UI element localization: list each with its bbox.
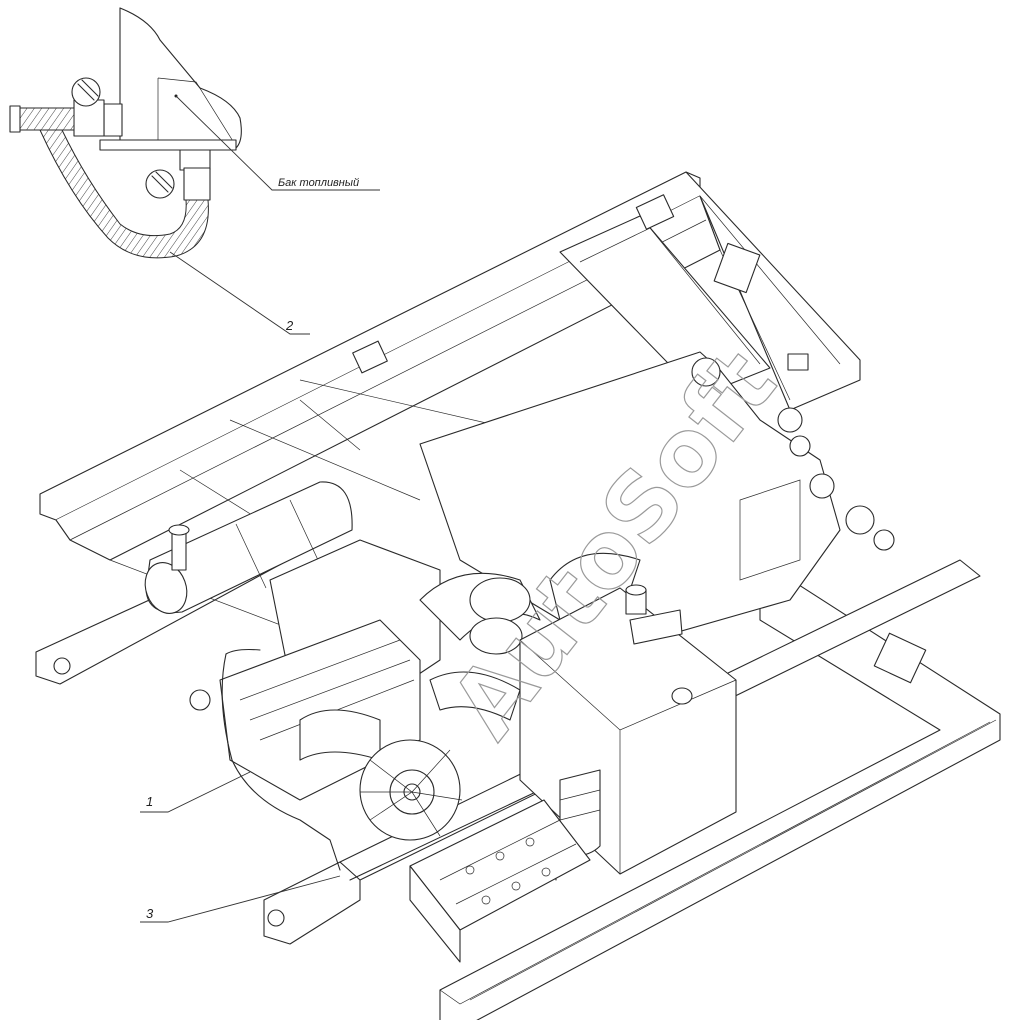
bracket <box>713 242 761 294</box>
fuel-tank-body <box>119 7 242 149</box>
tank-label: Бак топливный <box>278 177 359 189</box>
articulation-plate <box>419 351 895 641</box>
battery <box>409 799 591 963</box>
muffler <box>144 481 353 614</box>
bracket <box>352 340 388 374</box>
bracket <box>787 353 809 371</box>
callout-3-label: 3 <box>146 906 154 921</box>
tank-flange <box>99 139 237 151</box>
fuel-hose-top <box>17 107 75 131</box>
callout-2-leader <box>169 251 310 335</box>
fuel-hose-bend <box>39 129 209 259</box>
tank-leader <box>175 95 380 191</box>
callout-2-label: 2 <box>285 318 294 333</box>
tractor-frame <box>35 171 1001 1025</box>
engine <box>189 539 557 881</box>
hydraulic-tank <box>519 584 737 875</box>
callout-3-leader <box>140 875 341 923</box>
fitting <box>189 689 211 711</box>
bracket <box>635 194 675 230</box>
bracket <box>873 632 927 684</box>
detail-view: Бак топливный 2 <box>9 7 380 335</box>
exhaust-pipe <box>171 529 187 571</box>
callout-1-leader <box>140 771 251 813</box>
callout-1-label: 1 <box>146 794 153 809</box>
callouts: 1 3 <box>140 771 341 923</box>
tow-bar-lower <box>263 861 361 945</box>
